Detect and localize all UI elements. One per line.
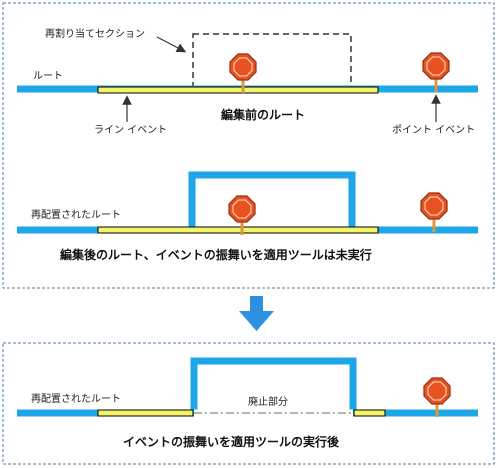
route-label: 再配置されたルート — [31, 393, 121, 405]
caption-before-edit: 編集前のルート — [221, 107, 305, 122]
point-event-label: ポイント イベント — [392, 124, 475, 136]
stop-sign-icon — [419, 191, 449, 234]
caption-after-edit: 編集後のルート、イベントの振舞いを適用ツールは未実行 — [60, 247, 372, 262]
lower-panel-frame — [2, 342, 495, 465]
line-event — [97, 86, 379, 94]
panel-after-tool: 再配置されたルート 廃止部分 イベントの振舞いを適用ツールの実行後 — [17, 357, 478, 449]
line-event-label: ライン イベント — [94, 124, 167, 136]
reassigned-section-pointer — [156, 36, 187, 53]
panel-after-edit: 再配置されたルート 編集後のルート、イベントの振舞いを適用ツールは未実行 — [17, 171, 478, 262]
retired-section-label: 廃止部分 — [248, 395, 288, 408]
route-label: 再配置されたルート — [31, 209, 121, 221]
line-event — [97, 409, 194, 417]
route-label: ルート — [33, 71, 63, 82]
reassigned-section-box — [192, 33, 352, 89]
line-event — [97, 226, 379, 234]
reassigned-section-label: 再割り当てセクション — [45, 27, 145, 40]
line-event — [353, 409, 386, 417]
caption-after-tool: イベントの振舞いを適用ツールの実行後 — [123, 434, 340, 449]
upper-panel-frame — [2, 2, 495, 289]
down-arrow-icon — [239, 296, 274, 331]
panel-before-edit: 再割り当てセクション ルート ライン イベント ポイント イベント 編集前のルー… — [17, 27, 478, 136]
